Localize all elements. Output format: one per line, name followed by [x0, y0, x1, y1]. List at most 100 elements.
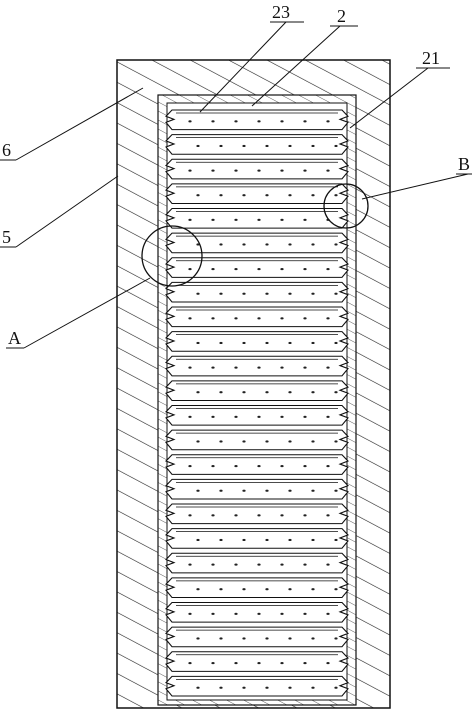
plate-hole — [196, 440, 200, 443]
corrugated-plate — [165, 183, 349, 205]
plate-hole — [288, 194, 292, 197]
plate-hole — [334, 637, 338, 640]
plate-hole — [234, 169, 238, 172]
plate-hole — [334, 538, 338, 542]
plate-hole — [257, 415, 261, 418]
plate-hole — [326, 317, 330, 320]
plate-hole — [219, 243, 223, 246]
plate-hole — [326, 415, 330, 418]
plate-hole — [334, 588, 338, 591]
plate-hole — [311, 194, 315, 197]
plate-hole — [188, 120, 192, 123]
plate-hole — [326, 366, 330, 369]
plate-hole — [311, 538, 315, 542]
plate-hole — [265, 243, 269, 246]
plate-hole — [280, 612, 284, 615]
plate-hole — [311, 588, 315, 591]
corrugated-plate — [165, 355, 349, 377]
plate-hole — [188, 661, 192, 665]
plate-hole — [280, 415, 284, 418]
plate-hole — [196, 292, 200, 295]
plate-hole — [334, 489, 338, 492]
plate-hole — [334, 686, 338, 689]
plate-hole — [211, 120, 215, 123]
plate-hole — [265, 292, 269, 295]
corrugated-plate — [165, 503, 349, 525]
plate-hole — [303, 218, 307, 221]
plate-hole — [242, 391, 246, 394]
detail-circle-a — [141, 225, 203, 287]
plate-hole — [257, 661, 261, 665]
plate-hole — [188, 415, 192, 418]
corrugated-plate — [165, 429, 349, 451]
plate-hole — [311, 440, 315, 443]
corrugated-plate — [165, 528, 349, 549]
corrugated-plate — [165, 404, 349, 426]
plate-hole — [334, 194, 338, 197]
plate-hole — [196, 489, 200, 492]
plate-hole — [311, 243, 315, 246]
plate-hole — [211, 267, 215, 271]
plate-hole — [280, 514, 284, 517]
plate-hole — [219, 489, 223, 492]
corrugated-plate — [165, 257, 349, 278]
plate-hole — [188, 563, 192, 566]
plate-hole — [334, 144, 338, 148]
plate-hole — [288, 391, 292, 394]
plate-hole — [334, 292, 338, 295]
plate-hole — [280, 218, 284, 221]
plate-hole — [211, 415, 215, 418]
plate-hole — [303, 317, 307, 320]
label-2: 2 — [337, 6, 346, 26]
plate-hole — [265, 637, 269, 640]
plate-hole — [219, 588, 223, 591]
corrugated-plate — [165, 158, 349, 180]
plate-hole — [280, 464, 284, 468]
plate-hole — [242, 144, 246, 148]
plate-hole — [234, 563, 238, 566]
plate-hole — [219, 440, 223, 443]
plate-hole — [311, 391, 315, 394]
plate-hole — [219, 538, 223, 542]
corrugated-plate — [165, 306, 349, 328]
corrugated-plate — [165, 577, 349, 599]
plate-hole — [257, 464, 261, 468]
plate-hole — [242, 686, 246, 689]
plate-hole — [242, 440, 246, 443]
leader-lines — [0, 21, 472, 349]
plate-hole — [211, 169, 215, 172]
plate-hole — [188, 218, 192, 221]
plate-hole — [219, 194, 223, 197]
plate-hole — [257, 563, 261, 566]
plate-hole — [219, 686, 223, 689]
plate-hole — [242, 538, 246, 542]
plate-hole — [326, 514, 330, 517]
plate-hole — [326, 612, 330, 615]
plate-hole — [188, 317, 192, 320]
plate-hole — [242, 588, 246, 591]
label-21: 21 — [422, 48, 440, 68]
plate-hole — [234, 661, 238, 665]
plate-hole — [211, 464, 215, 468]
plate-hole — [196, 144, 200, 148]
plate-hole — [280, 169, 284, 172]
plate-hole — [288, 440, 292, 443]
plate-hole — [234, 317, 238, 320]
plate-hole — [265, 391, 269, 394]
plate-hole — [265, 194, 269, 197]
plate-hole — [280, 366, 284, 369]
label-6: 6 — [2, 140, 11, 160]
plate-hole — [234, 218, 238, 221]
plate-hole — [257, 218, 261, 221]
label-23: 23 — [272, 2, 290, 22]
plate-hole — [303, 514, 307, 517]
plate-hole — [326, 120, 330, 123]
plate-hole — [265, 144, 269, 148]
plate-hole — [196, 194, 200, 197]
plate-hole — [196, 538, 200, 542]
plate-hole — [311, 341, 315, 345]
plate-hole — [242, 341, 246, 345]
plate-hole — [334, 391, 338, 394]
plate-hole — [311, 489, 315, 492]
corrugated-plate — [165, 109, 349, 131]
